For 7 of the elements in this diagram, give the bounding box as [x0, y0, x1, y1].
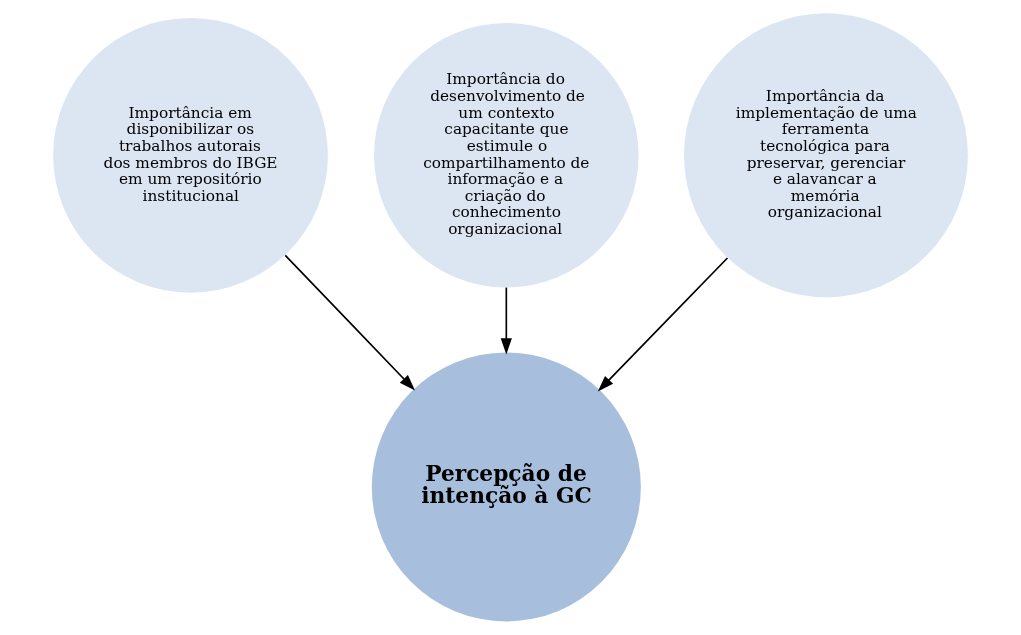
node-circle: Importância da implementação de uma ferramenta tecnológica para preservar, gerenciar e alavancar a memória organizacional — [684, 13, 968, 298]
node-circle: Importância do desenvolvimento de um contexto capacitante que estimule o compartilhamento de informação e a criação do conhecimento organizacional — [374, 23, 639, 288]
arrow — [500, 286, 512, 355]
arrow — [284, 254, 415, 391]
arrow — [597, 257, 729, 392]
node-circle: Importância em disponibilizar os trabalhos autorais dos membros do IBGE em um repositório institucional — [53, 17, 328, 293]
node-circle: Percepção de intenção à GC — [371, 352, 641, 622]
